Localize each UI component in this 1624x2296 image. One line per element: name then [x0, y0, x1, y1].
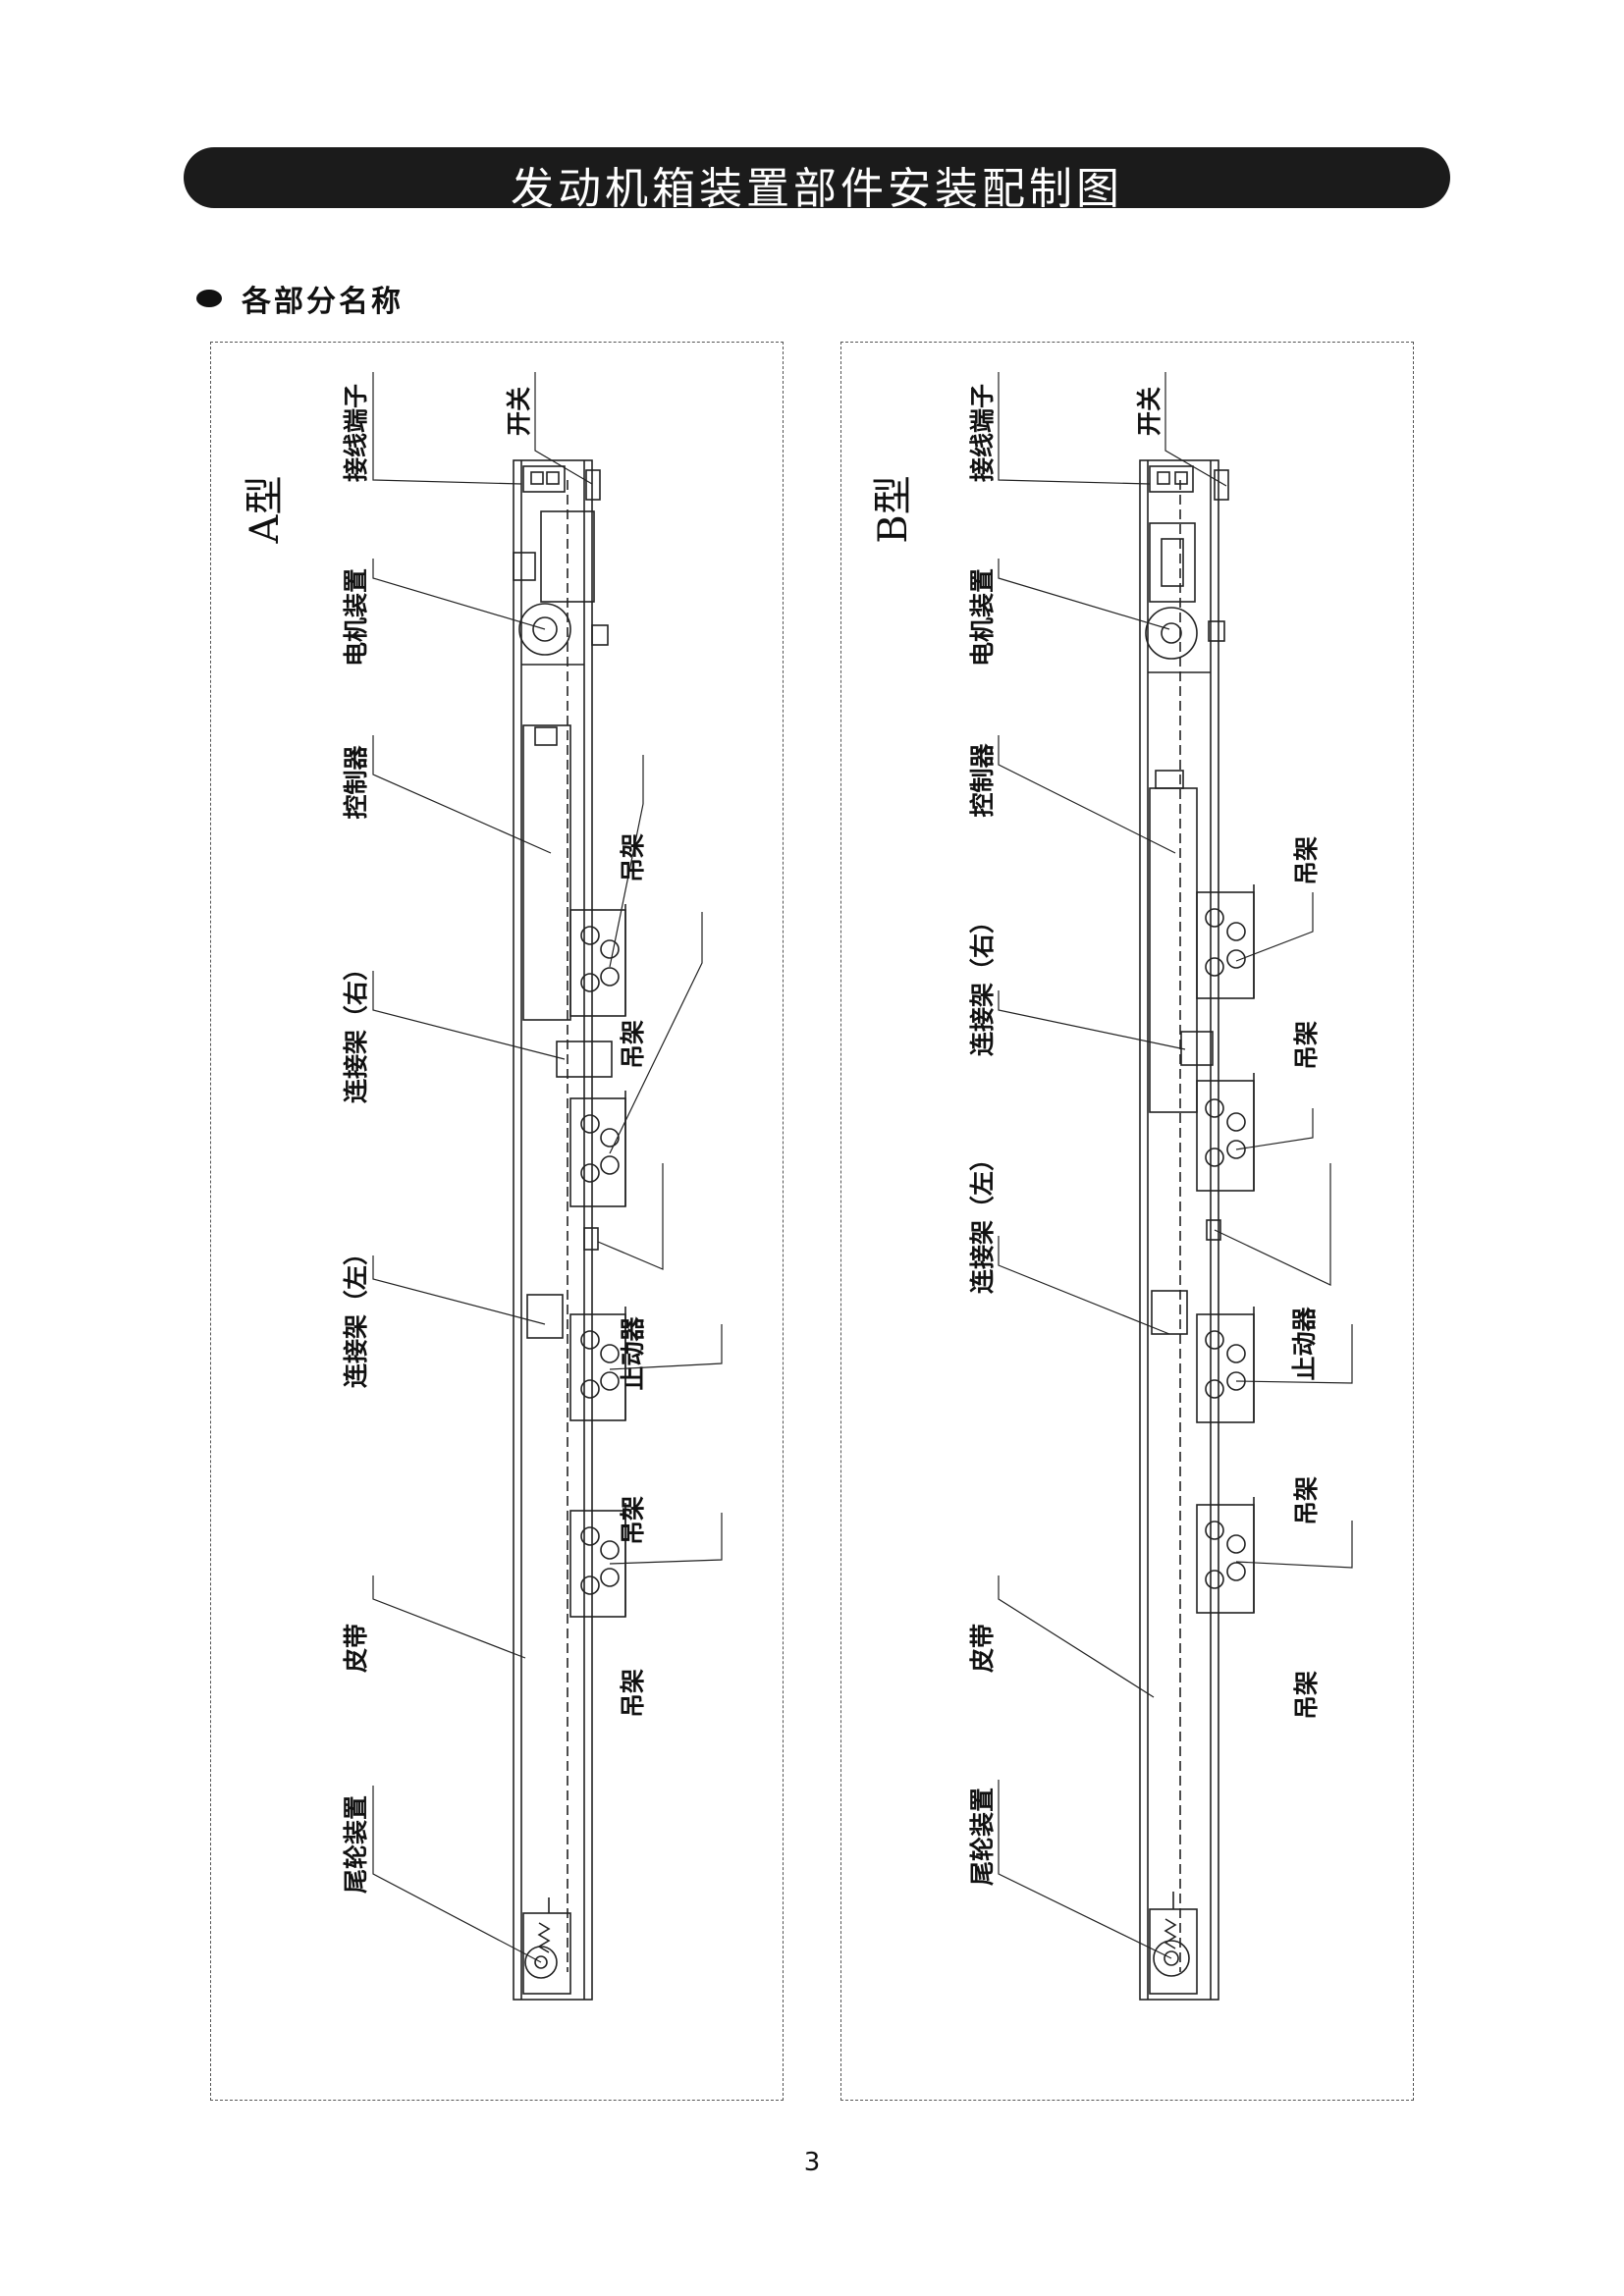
label-hanger-b-4: 吊架 [1292, 1671, 1321, 1720]
motor-box-b [1149, 522, 1196, 603]
rail-a [513, 459, 593, 2001]
terminal-block-b [1149, 465, 1194, 493]
connector-left-a [526, 1294, 564, 1339]
label-connector-right-a: 连接架（右） [342, 956, 370, 1103]
page-title: 发动机箱装置部件安装配制图 [511, 164, 1123, 214]
diagram-b: B型 接线端子 开关 电机装置 控制器 吊架 连接架（右） 吊架 连接架（左） … [871, 372, 1353, 2001]
controller-b [1149, 787, 1198, 1113]
hanger-b-4 [1196, 1497, 1255, 1614]
label-motor-b: 电机装置 [968, 568, 997, 667]
hanger-b-1 [1196, 884, 1255, 999]
stopper-a [583, 1227, 599, 1251]
connector-right-a [556, 1041, 613, 1078]
label-connector-left-a: 连接架（左） [342, 1241, 370, 1388]
motor-box-a [540, 510, 595, 603]
terminal-block-a [522, 465, 566, 493]
hanger-a-1 [569, 904, 626, 1017]
rail-b [1139, 459, 1219, 2001]
label-motor-a: 电机装置 [342, 568, 370, 667]
motor-gear-b [1145, 607, 1198, 660]
section-heading-row: 各部分名称 [196, 277, 404, 320]
label-hanger-b-1: 吊架 [1292, 836, 1321, 885]
type-label-b: B型 [871, 475, 916, 543]
label-belt-b: 皮带 [968, 1624, 997, 1673]
hanger-a-3 [569, 1307, 626, 1421]
label-stopper-b: 止动器 [1290, 1307, 1319, 1381]
label-hanger-a-2: 吊架 [619, 1020, 647, 1069]
panel-a: A型 接线端子 开关 电机装置 控制器 吊架 连接架（右） 吊架 连接架（左） … [210, 342, 784, 2101]
page-number: 3 [803, 2148, 821, 2177]
label-hanger-a-3: 吊架 [619, 1496, 647, 1545]
hanger-b-2 [1196, 1073, 1255, 1192]
label-stopper-a: 止动器 [619, 1316, 647, 1391]
bullet-icon [196, 290, 222, 307]
label-connector-right-b: 连接架（右） [968, 909, 997, 1056]
connector-left-b [1151, 1290, 1188, 1335]
panel-b: B型 接线端子 开关 电机装置 控制器 吊架 连接架（右） 吊架 连接架（左） … [840, 342, 1414, 2101]
switch-b [1214, 469, 1229, 501]
label-terminal-b: 接线端子 [968, 384, 997, 482]
label-switch-b: 开关 [1135, 387, 1164, 436]
switch-a [585, 469, 601, 501]
label-tail-wheel-b: 尾轮装置 [968, 1788, 997, 1886]
label-belt-a: 皮带 [342, 1624, 370, 1673]
label-hanger-a-4: 吊架 [619, 1669, 647, 1718]
label-controller-a: 控制器 [342, 745, 370, 820]
page-title-bar: 发动机箱装置部件安装配制图 [184, 147, 1450, 214]
motor-gear-a [518, 603, 571, 656]
diagram-a: A型 接线端子 开关 电机装置 控制器 吊架 连接架（右） 吊架 连接架（左） … [243, 372, 723, 2001]
label-hanger-b-2: 吊架 [1292, 1021, 1321, 1070]
label-connector-left-b: 连接架（左） [968, 1147, 997, 1294]
label-hanger-a-1: 吊架 [619, 833, 647, 882]
label-switch-a: 开关 [505, 387, 533, 436]
label-terminal-a: 接线端子 [342, 384, 370, 482]
hanger-a-2 [569, 1091, 626, 1207]
label-hanger-b-3: 吊架 [1292, 1476, 1321, 1525]
controller-a [522, 724, 571, 1021]
tail-wheel-housing-a [522, 1912, 571, 1995]
section-heading: 各部分名称 [242, 285, 404, 319]
tail-wheel-a [524, 1946, 558, 1979]
stopper-b [1206, 1219, 1221, 1241]
tail-wheel-b [1153, 1940, 1190, 1977]
label-controller-b: 控制器 [968, 743, 997, 818]
hanger-b-3 [1196, 1307, 1255, 1423]
label-tail-wheel-a: 尾轮装置 [342, 1795, 370, 1894]
hanger-a-4 [569, 1503, 626, 1618]
type-label-a: A型 [243, 476, 288, 545]
